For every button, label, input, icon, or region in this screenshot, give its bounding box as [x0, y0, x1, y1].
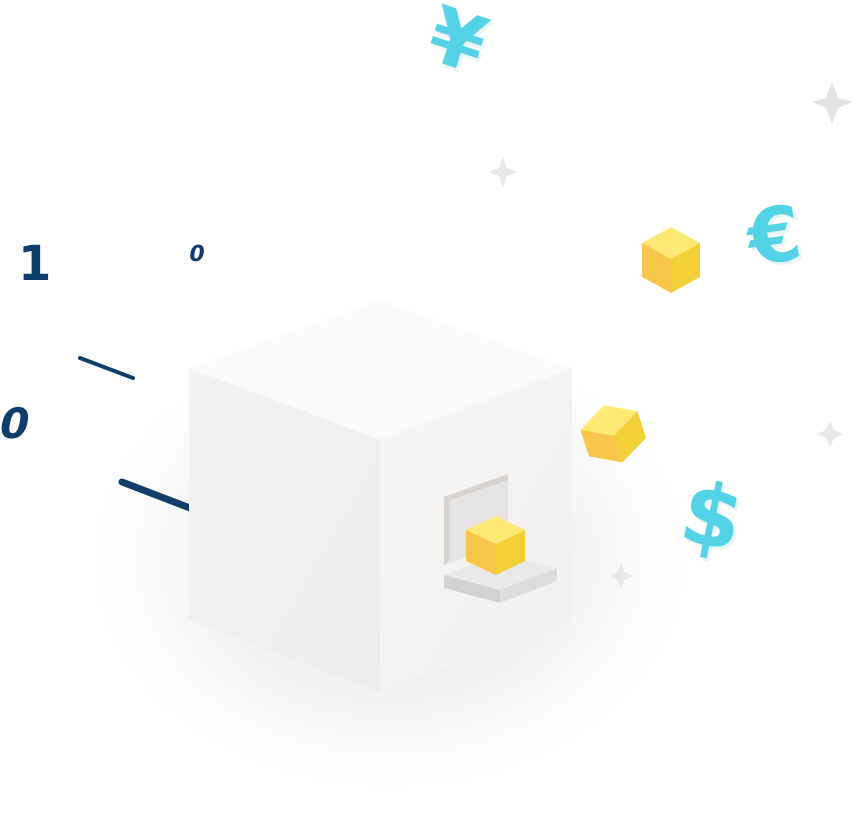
cube-tray-front-right	[500, 568, 557, 603]
cube-tray-front-left	[444, 575, 500, 603]
sparkle-icon	[812, 82, 853, 124]
euro-icon: €	[741, 187, 807, 284]
sparkle-icon	[817, 421, 843, 447]
gold-block-icon	[580, 405, 647, 463]
gold-block-icon	[642, 227, 700, 293]
binary-digit: 1	[18, 236, 52, 292]
sparkle-icon	[488, 157, 518, 188]
data-stream-line	[78, 356, 135, 380]
data-stream-line	[118, 478, 194, 512]
cube-left-face	[189, 368, 380, 692]
data-cube	[189, 300, 572, 692]
cube-top-face	[189, 300, 572, 440]
gold-block-icon	[466, 516, 525, 575]
sparkle-icon	[610, 564, 632, 588]
